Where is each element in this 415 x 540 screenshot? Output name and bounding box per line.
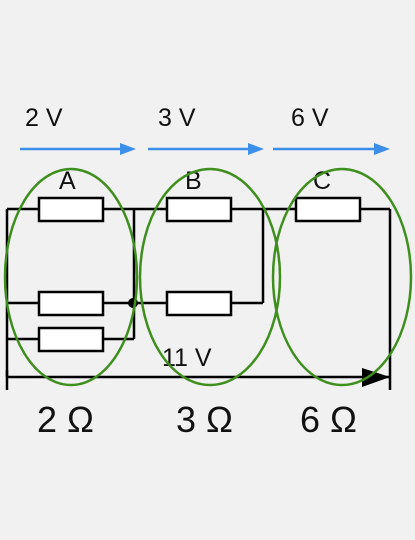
resistor-b-bottom [165, 290, 233, 317]
resistance-label-a: 2 Ω [37, 399, 94, 440]
section-ellipse-c [271, 167, 413, 387]
section-label-a: A [59, 167, 76, 195]
resistor-c [294, 196, 362, 223]
section-label-c: C [313, 167, 331, 195]
voltage-arrow-c [273, 143, 390, 155]
resistance-label-b: 3 Ω [176, 399, 233, 440]
resistor-a-top [37, 196, 105, 223]
voltage-label-b: 3 V [158, 104, 196, 132]
voltage-arrow-b [148, 143, 264, 155]
bottom-arrow-head [362, 368, 390, 387]
voltage-label-c: 6 V [291, 104, 329, 132]
resistor-a-middle [37, 290, 105, 317]
total-voltage-label: 11 V [162, 344, 212, 372]
resistor-a-bottom [37, 326, 105, 353]
resistance-label-c: 6 Ω [300, 399, 357, 440]
voltage-arrow-a [20, 143, 136, 155]
resistor-b-top [165, 196, 233, 223]
section-ellipse-b [138, 167, 282, 387]
section-ellipse-a [3, 167, 139, 387]
circuit-wires [5, 207, 392, 390]
voltage-label-a: 2 V [25, 104, 63, 132]
